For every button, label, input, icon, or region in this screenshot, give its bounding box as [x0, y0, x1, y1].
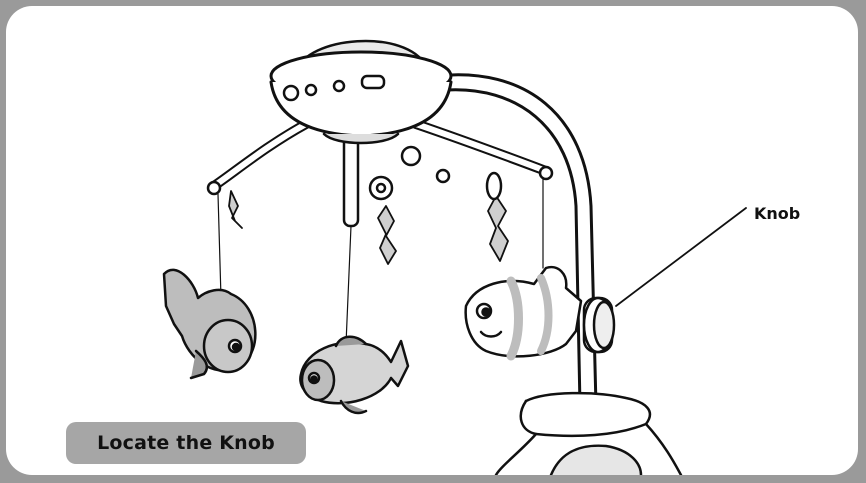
- fish-middle: [300, 337, 408, 413]
- fish-right: [466, 267, 581, 356]
- mobile-base: [496, 393, 681, 475]
- knob-callout-label: Knob: [754, 204, 800, 223]
- crib-mobile-illustration: [6, 6, 858, 475]
- knob: [584, 298, 614, 352]
- fish-left: [164, 270, 255, 378]
- caption-box: Locate the Knob: [66, 422, 306, 464]
- callout-line: [616, 208, 746, 306]
- seaweed-decorations: [229, 191, 508, 264]
- rattle-rings: [370, 147, 501, 199]
- illustration-frame: Knob Locate the Knob: [6, 6, 858, 475]
- caption-text: Locate the Knob: [97, 432, 275, 454]
